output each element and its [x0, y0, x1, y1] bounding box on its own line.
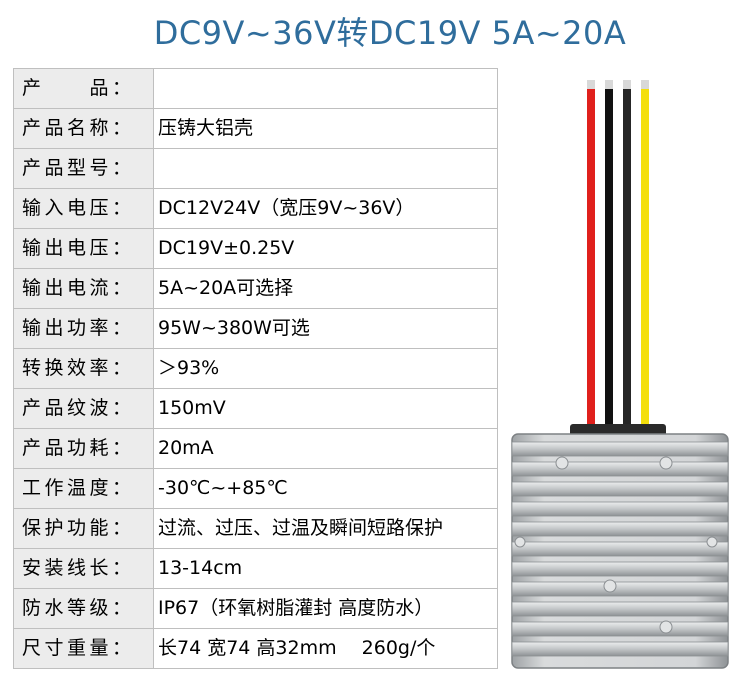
spec-label: 工作温度：	[13, 468, 154, 509]
spec-label: 产 品：	[13, 68, 154, 109]
table-row: 输入电压：DC12V24V（宽压9V~36V）	[13, 188, 498, 229]
spec-label: 输入电压：	[13, 188, 154, 229]
wire-tip	[623, 80, 631, 89]
spec-label: 输出电压：	[13, 228, 154, 269]
spec-value	[153, 68, 498, 109]
screw	[659, 620, 673, 634]
spec-value: DC19V±0.25V	[153, 228, 498, 269]
spec-table: 产 品： 产品名称：压铸大铝壳 产品型号： 输入电压：DC12V24V（宽压9V…	[13, 68, 498, 669]
wire-yellow	[641, 88, 649, 428]
table-row: 转换效率：＞93%	[13, 348, 498, 389]
wire-red	[587, 88, 595, 428]
table-row: 产 品：	[13, 68, 498, 109]
wire-black	[623, 88, 631, 428]
aluminum-casing	[511, 433, 729, 669]
spec-value: ＞93%	[153, 348, 498, 389]
spec-value: 95W~380W可选	[153, 308, 498, 349]
table-row: 输出电压：DC19V±0.25V	[13, 228, 498, 269]
spec-label: 产品功耗：	[13, 428, 154, 469]
table-row: 产品名称：压铸大铝壳	[13, 108, 498, 149]
wire-group	[587, 80, 649, 428]
spec-label: 防水等级：	[13, 588, 154, 629]
spec-value: -30℃~+85℃	[153, 468, 498, 509]
table-row: 安装线长：13-14cm	[13, 548, 498, 589]
spec-value: IP67（环氧树脂灌封 高度防水）	[153, 588, 498, 629]
spec-label: 安装线长：	[13, 548, 154, 589]
table-row: 尺寸重量：长74 宽74 高32mm 260g/个	[13, 628, 498, 669]
screw	[555, 456, 569, 470]
spec-label: 产品名称：	[13, 108, 154, 149]
spec-label: 输出电流：	[13, 268, 154, 309]
wire-tip	[587, 80, 595, 89]
wire-black	[605, 88, 613, 428]
wire-tip	[605, 80, 613, 89]
screw	[603, 579, 617, 593]
table-row: 输出电流：5A~20A可选择	[13, 268, 498, 309]
converter-illustration	[511, 80, 729, 669]
spec-value: 150mV	[153, 388, 498, 429]
table-row: 产品型号：	[13, 148, 498, 189]
wire-tip	[641, 80, 649, 89]
table-row: 输出功率：95W~380W可选	[13, 308, 498, 349]
spec-value: 20mA	[153, 428, 498, 469]
spec-label: 产品纹波：	[13, 388, 154, 429]
table-row: 产品功耗：20mA	[13, 428, 498, 469]
mounting-hole	[706, 536, 718, 548]
page-title: DC9V~36V转DC19V 5A~20A	[153, 14, 627, 52]
table-row: 产品纹波：150mV	[13, 388, 498, 429]
table-row: 工作温度：-30℃~+85℃	[13, 468, 498, 509]
spec-value: 长74 宽74 高32mm 260g/个	[153, 628, 498, 669]
table-row: 防水等级：IP67（环氧树脂灌封 高度防水）	[13, 588, 498, 629]
spec-value: 过流、过压、过温及瞬间短路保护	[153, 508, 498, 549]
spec-label: 产品型号：	[13, 148, 154, 189]
spec-value: 压铸大铝壳	[153, 108, 498, 149]
spec-label: 尺寸重量：	[13, 628, 154, 669]
spec-value: 13-14cm	[153, 548, 498, 589]
product-image	[504, 76, 740, 676]
screw	[659, 456, 673, 470]
spec-value	[153, 148, 498, 189]
spec-value: 5A~20A可选择	[153, 268, 498, 309]
mounting-hole	[514, 536, 526, 548]
spec-label: 输出功率：	[13, 308, 154, 349]
spec-value: DC12V24V（宽压9V~36V）	[153, 188, 498, 229]
table-row: 保护功能：过流、过压、过温及瞬间短路保护	[13, 508, 498, 549]
spec-label: 保护功能：	[13, 508, 154, 549]
spec-label: 转换效率：	[13, 348, 154, 389]
